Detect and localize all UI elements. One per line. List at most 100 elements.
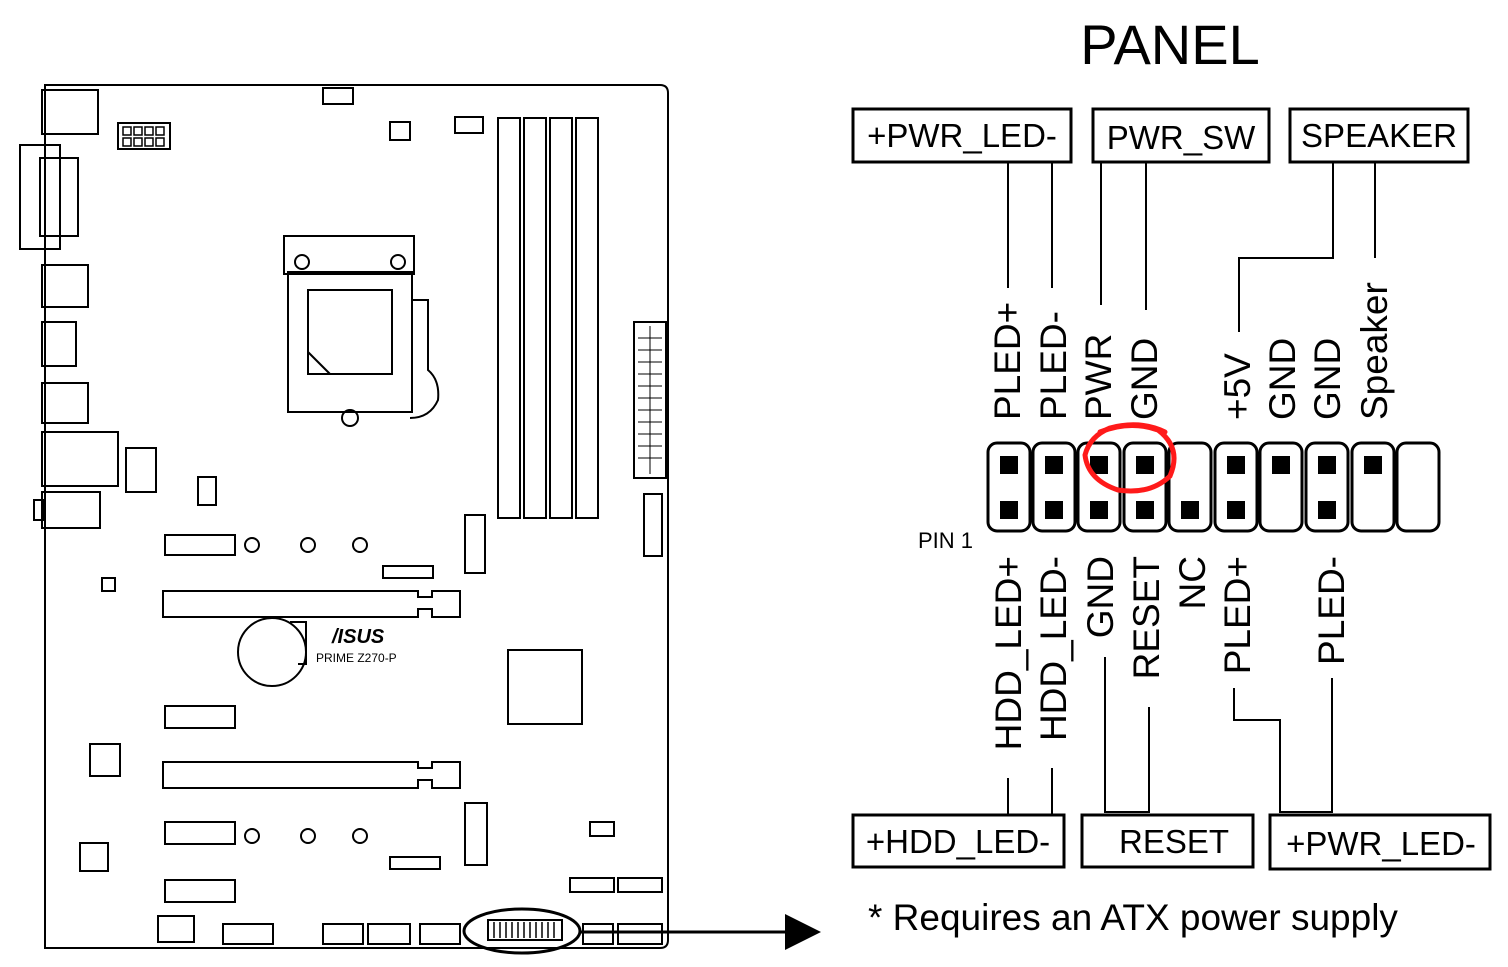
- pin: [1136, 501, 1154, 519]
- diagram-title: PANEL: [1080, 13, 1259, 76]
- cmos-battery-clip: [290, 621, 307, 665]
- pin: [1136, 456, 1154, 474]
- jumper-2: [389, 856, 441, 870]
- pin-column: [1350, 441, 1396, 533]
- reset-box: [1080, 813, 1255, 869]
- pwr-led-top-box: [851, 107, 1073, 164]
- pin-label-bottom: PLED+: [1217, 556, 1258, 674]
- speaker-box: [1288, 107, 1470, 164]
- board-brand: /ISUS: [331, 626, 385, 648]
- cpu-socket: [283, 235, 440, 427]
- m2-standoff: [300, 828, 316, 844]
- pwr-led-bottom-box: [1268, 813, 1492, 871]
- header-right-1: [643, 493, 663, 557]
- bottom-header-3: [322, 923, 364, 945]
- pwr-sw-box: [1091, 107, 1271, 164]
- pin1-label: PIN 1: [918, 528, 973, 553]
- pin: [1318, 501, 1336, 519]
- chip-small-2: [197, 476, 217, 506]
- pin-label-top: GND: [1124, 338, 1165, 420]
- sata-port-1: [569, 877, 615, 893]
- m2-standoff: [300, 537, 316, 553]
- io-port-vga: [19, 144, 61, 250]
- pwr-sw-box-label: PWR_SW: [1107, 119, 1256, 156]
- pin-label-top: GND: [1307, 338, 1348, 420]
- pin-column: [1395, 441, 1441, 533]
- sata-port-2: [617, 877, 663, 893]
- m2-slot-2: [164, 705, 236, 729]
- m2-standoff: [244, 828, 260, 844]
- bottom-header-1: [157, 915, 195, 943]
- connector-lines: [1007, 163, 1376, 815]
- io-port-5: [41, 431, 119, 487]
- hdd-led-box-label: +HDD_LED-: [866, 823, 1050, 860]
- pin-label-bottom: RESET: [1126, 556, 1167, 679]
- pin-label-bottom: HDD_LED+: [988, 556, 1029, 750]
- bottom-header-7: [617, 923, 663, 945]
- chip-small-1: [125, 447, 157, 493]
- pin: [1090, 501, 1108, 519]
- pin: [1000, 456, 1018, 474]
- pin-label-top: GND: [1262, 338, 1303, 420]
- chip-small-3: [101, 577, 116, 592]
- pin-header: [986, 441, 1441, 533]
- io-port-6: [41, 491, 101, 529]
- bottom-header-6: [582, 923, 614, 945]
- front-panel-header-pins: [493, 922, 555, 938]
- hdd-led-box: [851, 813, 1066, 869]
- pwr-led-bottom-box-label: +PWR_LED-: [1286, 825, 1476, 862]
- pcie-x1-slot-1: [464, 514, 486, 574]
- io-port-1: [41, 89, 99, 135]
- pwr-led-top-box-label: +PWR_LED-: [867, 117, 1057, 154]
- m2-slot-4: [164, 879, 236, 903]
- pin: [1090, 456, 1108, 474]
- pcie-x16-slot-1: [162, 590, 461, 618]
- red-highlight-circle: [1082, 422, 1177, 494]
- motherboard-layout: [19, 84, 821, 955]
- pin-label-top: Speaker: [1354, 282, 1395, 420]
- pin-label-bottom: HDD_LED-: [1033, 556, 1074, 741]
- io-audio-stub: [33, 499, 45, 521]
- m2-standoff: [244, 537, 260, 553]
- pin-column: [1304, 441, 1350, 533]
- front-panel-header-on-board: [487, 919, 563, 941]
- dimm-slot-3: [549, 117, 573, 519]
- cpu-power-pins: [122, 126, 165, 147]
- io-port-4: [41, 382, 89, 424]
- pin-column: [1167, 441, 1213, 533]
- pcie-x16-slot-2: [162, 761, 461, 789]
- chipset: [507, 649, 583, 725]
- header-top-3: [454, 116, 484, 134]
- atx-power-connector-grid: [638, 326, 662, 474]
- pin-label-top: PLED+: [987, 302, 1028, 420]
- pin: [1272, 456, 1290, 474]
- pin-label-top: PWR: [1078, 334, 1119, 420]
- dimm-slot-4: [575, 117, 599, 519]
- jumper-1: [382, 565, 434, 579]
- pin-label-bottom: NC: [1172, 556, 1213, 609]
- m2-standoff: [352, 537, 368, 553]
- pin: [1000, 501, 1018, 519]
- chip-small-6: [79, 842, 109, 872]
- pin-column: [986, 441, 1032, 533]
- pin: [1318, 456, 1336, 474]
- pcie-x1-slot-2: [464, 802, 488, 866]
- pin: [1364, 456, 1382, 474]
- bottom-header-5: [419, 923, 461, 945]
- pin: [1045, 501, 1063, 519]
- header-top-2: [389, 121, 411, 141]
- bottom-header-2: [222, 923, 274, 945]
- pin-label-bottom: PLED-: [1311, 556, 1352, 665]
- bottom-header-4: [367, 923, 411, 945]
- io-port-2: [41, 264, 89, 308]
- motherboard-outline: [44, 84, 669, 949]
- dimm-slot-2: [523, 117, 547, 519]
- reset-box-label: RESET: [1119, 823, 1229, 860]
- pin-label-top: +5V: [1217, 353, 1258, 420]
- dimm-slot-1: [497, 117, 521, 519]
- io-port-vga-inner: [39, 157, 79, 237]
- cpu-power-connector: [117, 122, 171, 150]
- pin-label-top: PLED-: [1033, 311, 1074, 420]
